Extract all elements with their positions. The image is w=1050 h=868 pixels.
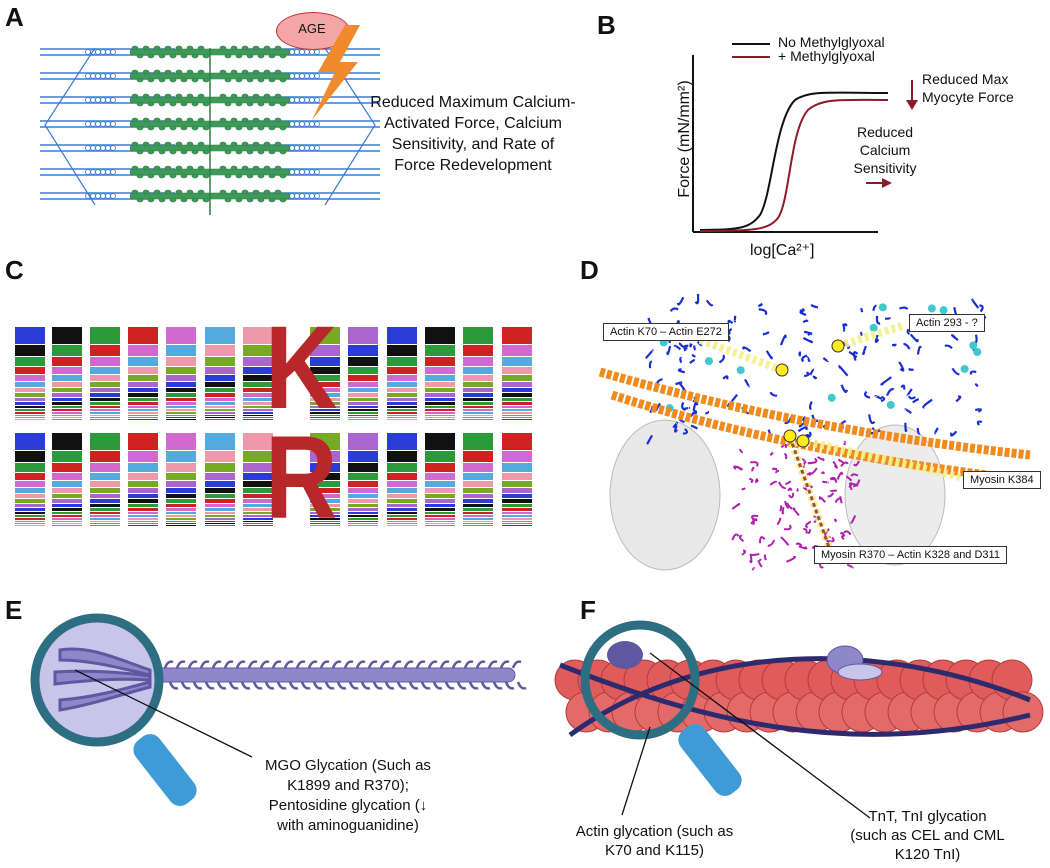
tn-line-1: TnT, TnI glycation <box>868 808 987 825</box>
annot-reduced-sensitivity: Reduced Calcium Sensitivity <box>845 123 925 177</box>
effect-line-3: Sensitivity, and Rate of <box>391 136 555 153</box>
site-dot-r370 <box>796 434 810 448</box>
site-dot-k70 <box>775 363 789 377</box>
e-line-2: K1899 and R370); <box>287 777 409 794</box>
actin-line-1: Actin glycation (such as <box>575 823 734 840</box>
logo-center-r: R <box>265 412 338 544</box>
arrow-right-icon <box>882 178 892 188</box>
thin-filament-diagram <box>554 620 1044 819</box>
callout-myosin-r370: Myosin R370 – Actin K328 and D311 <box>814 546 1007 564</box>
panel-letter-d: D <box>580 255 599 285</box>
legend-no-mgo: No Methylglyoxal <box>778 34 885 50</box>
site-dot-293 <box>831 339 845 353</box>
panel-letter-f: F <box>580 595 596 625</box>
age-label: AGE <box>298 21 326 36</box>
e-line-1: MGO Glycation (Such as <box>265 757 431 774</box>
tn-line-2: (such as CEL and CML <box>850 827 1005 844</box>
panel-a-effect: Reduced Maximum Calcium- Activated Force… <box>358 92 588 176</box>
logo-center-k: K <box>265 302 338 434</box>
callout-myosin-k384: Myosin K384 <box>963 471 1041 489</box>
annot-max-line-2: Myocyte Force <box>922 89 1014 105</box>
panel-e-text: MGO Glycation (Such as K1899 and R370); … <box>248 756 448 836</box>
panel-letter-b: B <box>597 10 616 40</box>
annot-sens-line-2: Calcium <box>859 142 911 158</box>
annot-sens-line-1: Reduced <box>856 124 914 140</box>
tn-line-3: K120 TnI) <box>894 846 961 863</box>
actin-line-2: K70 and K115) <box>605 842 704 859</box>
effect-line-1: Reduced Maximum Calcium- <box>370 94 576 111</box>
legend-mgo: + Methylglyoxal <box>778 48 875 64</box>
magnifier-handle-icon-f <box>678 724 742 796</box>
e-line-3: Pentosidine glycation (↓ <box>268 797 428 814</box>
effect-line-4: Force Redevelopment <box>394 157 552 174</box>
effect-line-2: Activated Force, Calcium <box>384 115 562 132</box>
callout-actin-293: Actin 293 - ? <box>909 314 985 332</box>
panel-letter-c: C <box>5 255 24 285</box>
site-dot-k384 <box>783 429 797 443</box>
magnifier-handle-icon <box>133 734 197 806</box>
arrow-down-icon <box>906 100 918 110</box>
panel-letter-e: E <box>5 595 23 625</box>
magnifier-lens-icon <box>30 613 164 747</box>
tn-glycation-text: TnT, TnI glycation (such as CEL and CML … <box>830 807 1025 864</box>
e-line-4: with aminoguanidine) <box>277 817 419 834</box>
annot-max-line-1: Reduced Max <box>922 71 1009 87</box>
y-axis-label: Force (mN/mm²) <box>676 80 693 198</box>
x-axis-label: log[Ca²⁺] <box>750 242 815 259</box>
panel-letter-a: A <box>5 2 24 32</box>
callout-actin-k70: Actin K70 – Actin E272 <box>603 323 729 341</box>
annot-reduced-max: Reduced Max Myocyte Force <box>922 70 1014 106</box>
actin-glycation-text: Actin glycation (such as K70 and K115) <box>562 822 747 860</box>
magnifier-lens-icon-f <box>580 620 700 740</box>
annot-sens-line-3: Sensitivity <box>853 160 917 176</box>
